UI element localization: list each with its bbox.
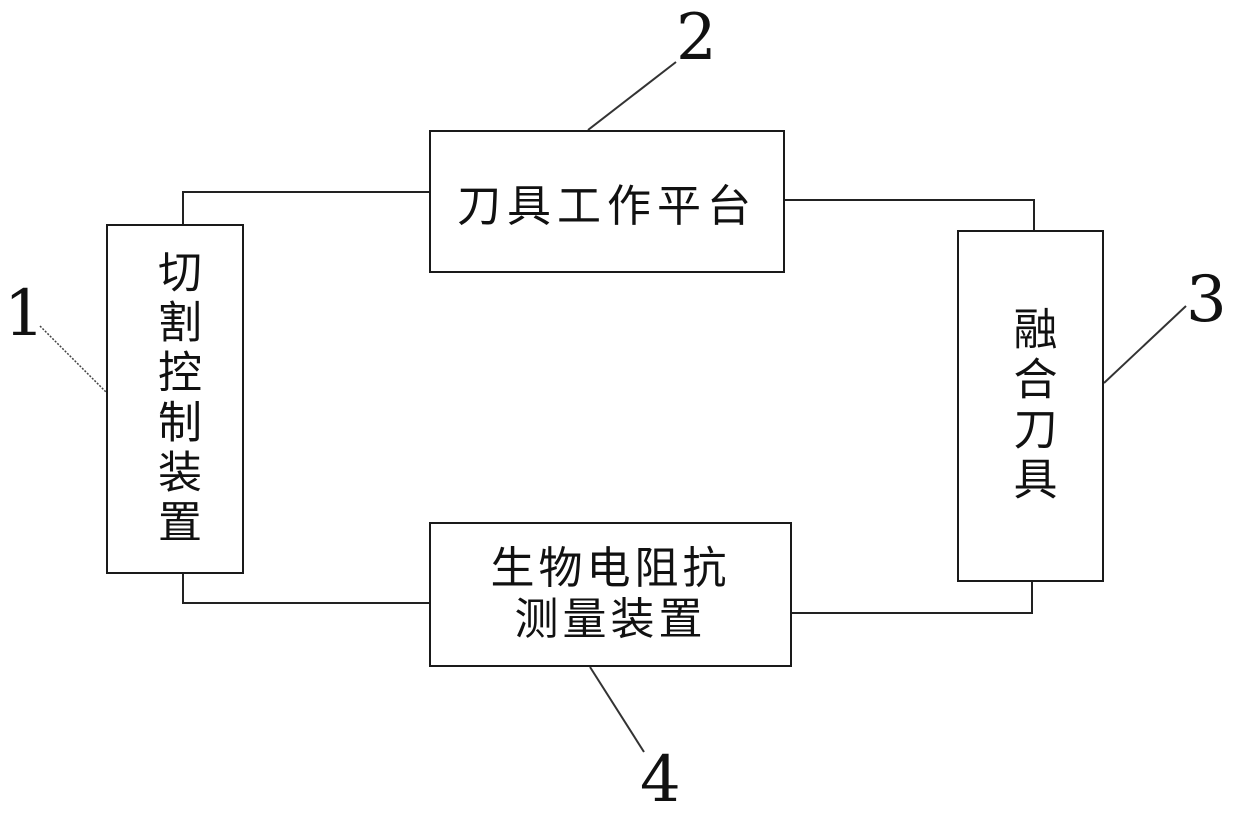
bioimpedance-box: 生物电阻抗 测量装置 bbox=[429, 522, 792, 667]
leader-line-3 bbox=[1104, 306, 1186, 383]
fusion-tool-box: 融合刀具 bbox=[957, 230, 1104, 582]
reference-number-2: 2 bbox=[676, 6, 717, 70]
tool-platform-label: 刀具工作平台 bbox=[457, 170, 757, 234]
fusion-tool-label: 融合刀具 bbox=[1009, 306, 1053, 506]
leader-line-4 bbox=[590, 667, 644, 752]
bioimpedance-label-line1: 生物电阻抗 bbox=[491, 544, 731, 595]
cutting-control-label: 切割控制装置 bbox=[153, 249, 197, 549]
connector-bioimpedance-to-control bbox=[183, 574, 431, 603]
reference-number-1: 1 bbox=[4, 282, 45, 346]
connector-control-to-platform bbox=[183, 192, 431, 224]
tool-platform-box: 刀具工作平台 bbox=[429, 130, 785, 273]
leader-line-1 bbox=[40, 326, 106, 392]
cutting-control-box: 切割控制装置 bbox=[106, 224, 244, 574]
reference-number-4: 4 bbox=[640, 748, 681, 812]
connector-fusion-to-bioimpedance bbox=[791, 582, 1032, 613]
reference-number-3: 3 bbox=[1186, 268, 1227, 332]
bioimpedance-label-line2: 测量装置 bbox=[515, 595, 707, 646]
leader-line-2 bbox=[588, 62, 676, 130]
connector-platform-to-fusion bbox=[783, 200, 1034, 230]
